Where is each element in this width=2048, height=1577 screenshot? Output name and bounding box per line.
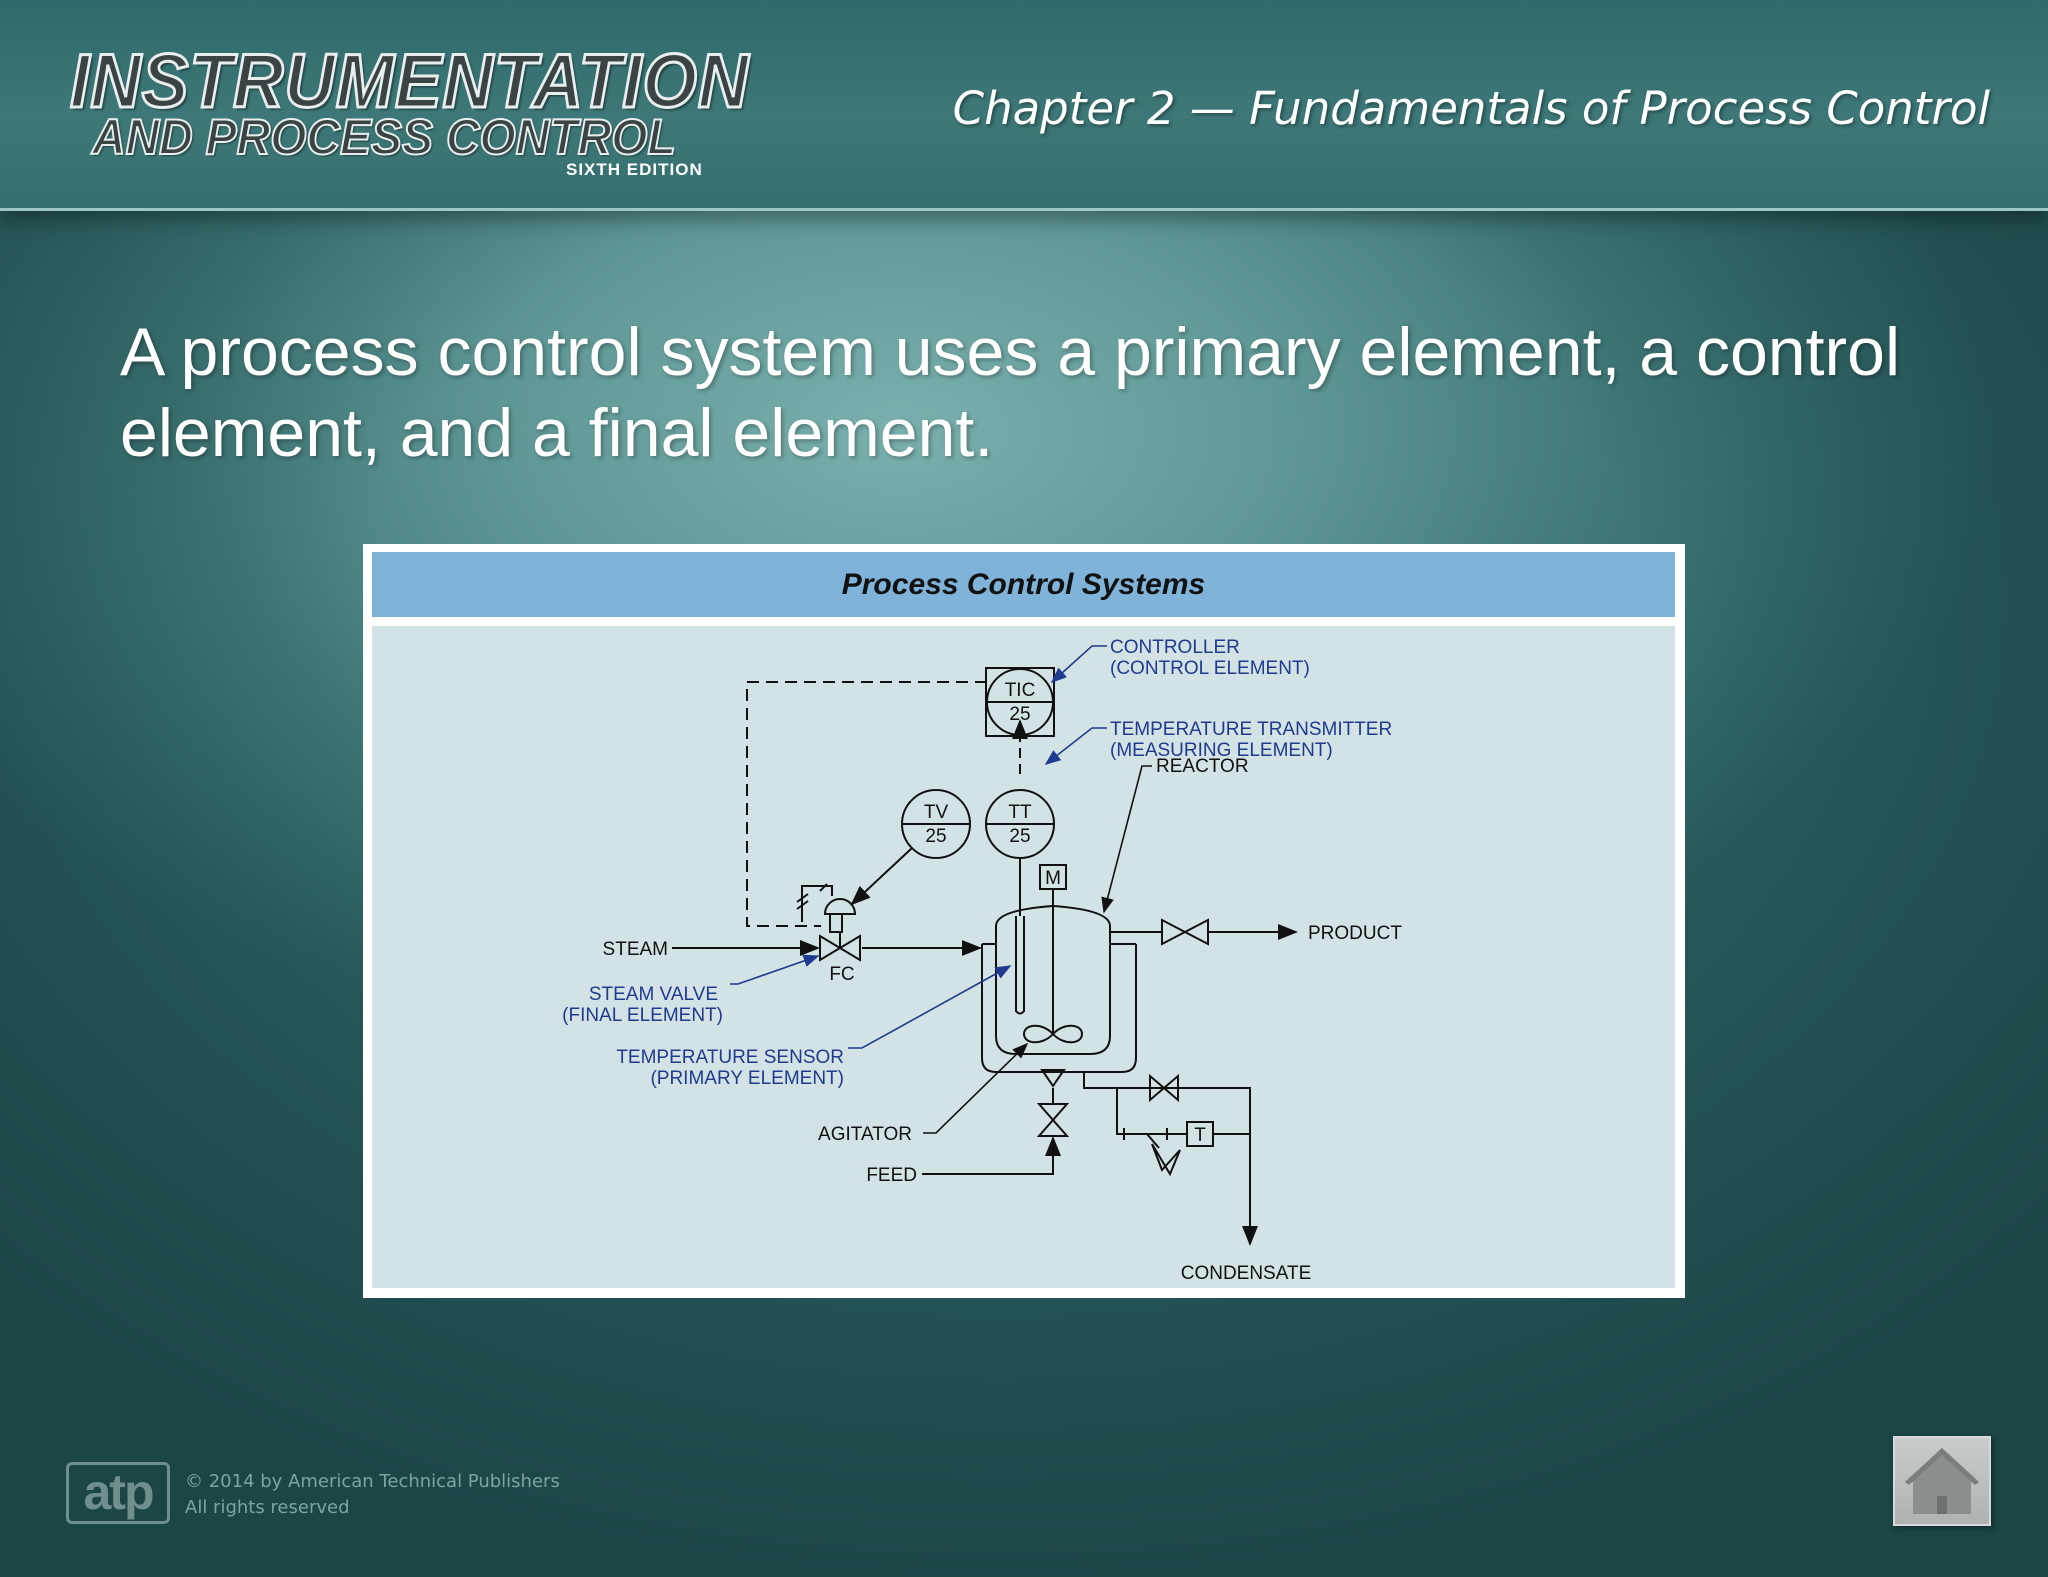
tic-label: TIC (1005, 680, 1036, 701)
reactor-jacket (981, 944, 1137, 1073)
book-logo-title: INSTRUMENTATION (69, 38, 750, 126)
publisher-logo: atp (66, 1462, 170, 1524)
hatch-3 (819, 883, 828, 892)
condensate-bypass (1116, 1088, 1187, 1135)
controller-label-line2: (CONTROL ELEMENT) (1110, 658, 1310, 679)
copyright-line1: © 2014 by American Technical Publishers (185, 1471, 560, 1492)
trap-label: T (1194, 1125, 1206, 1146)
piping-lines (672, 667, 1298, 1246)
transmitter-label-line2: (MEASURING ELEMENT) (1110, 740, 1333, 761)
sensor-label-line2: (PRIMARY ELEMENT) (650, 1068, 844, 1089)
process-control-diagram: TIC 25 TV 25 TT 25 M T FC REACTOR PRODUC… (562, 637, 1403, 1284)
sensor-label-line1: TEMPERATURE SENSOR (616, 1047, 844, 1068)
valve-actuator (823, 898, 857, 915)
controller-label-line1: CONTROLLER (1110, 637, 1240, 658)
trap-valve (1151, 1143, 1181, 1177)
condensate-main-line (1083, 1072, 1258, 1246)
home-button[interactable] (1893, 1436, 1991, 1526)
callout-leaders (730, 645, 1107, 1049)
diagram-labels: TIC 25 TV 25 TT 25 M T FC REACTOR PRODUC… (603, 680, 1403, 1284)
condensate-label: CONDENSATE (1181, 1263, 1312, 1284)
steam-valve-label-line2: (FINAL ELEMENT) (562, 1005, 723, 1026)
agitator-blades (1022, 1024, 1084, 1044)
agitator-leader (923, 1042, 1029, 1134)
sensor-leader (848, 965, 1012, 1049)
fc-label: FC (829, 964, 854, 985)
steam-valve-body (819, 934, 861, 962)
feed-valve (1036, 1103, 1070, 1137)
product-valve (1161, 918, 1209, 946)
reactor-leader (1101, 765, 1152, 914)
steam-valve-label-line1: STEAM VALVE (589, 984, 718, 1005)
control-signal-line (746, 681, 987, 927)
figure-title-bar: Process Control Systems (372, 552, 1675, 617)
book-logo-edition: SIXTH EDITION (566, 160, 703, 179)
figure-frame: Process Control Systems (363, 544, 1685, 1298)
agitator-label: AGITATOR (818, 1124, 912, 1145)
tv-number: 25 (925, 826, 946, 847)
tt-number: 25 (1009, 826, 1030, 847)
transmitter-leader (1044, 727, 1107, 765)
steam-label: STEAM (603, 939, 668, 960)
product-label: PRODUCT (1308, 923, 1402, 944)
feed-label: FEED (866, 1165, 917, 1186)
positioner-bracket (801, 885, 833, 922)
feed-line-b (922, 1136, 1061, 1175)
figure-title: Process Control Systems (841, 567, 1206, 601)
book-logo-subtitle: AND PROCESS CONTROL (91, 108, 677, 166)
condensate-valve-upper (1149, 1073, 1179, 1103)
transmitter-label-line1: TEMPERATURE TRANSMITTER (1110, 719, 1392, 740)
figure-panel: TIC 25 TV 25 TT 25 M T FC REACTOR PRODUC… (372, 626, 1675, 1288)
tv-to-actuator (850, 847, 913, 906)
controller-leader (1050, 645, 1107, 684)
hatch-1 (796, 893, 809, 903)
chapter-title: Chapter 2 — Fundamentals of Process Cont… (952, 82, 1990, 135)
motor-label: M (1045, 868, 1061, 889)
steam-valve-leader (730, 954, 820, 985)
black-leaders (923, 765, 1152, 1134)
callout-labels: CONTROLLER (CONTROL ELEMENT) TEMPERATURE… (562, 637, 1392, 1089)
hatch-2 (796, 900, 809, 910)
tic-number: 25 (1009, 704, 1030, 725)
tv-label: TV (924, 802, 949, 823)
valve-positioner (829, 913, 843, 933)
copyright-notice: © 2014 by American Technical Publishers … (185, 1469, 560, 1521)
slide-header: INSTRUMENTATION AND PROCESS CONTROL SIXT… (0, 0, 2048, 211)
feed-nozzle (1040, 1069, 1066, 1088)
slide-statement: A process control system uses a primary … (120, 314, 1901, 471)
reactor-vessel (995, 904, 1111, 1055)
sensor-well (1015, 916, 1025, 1015)
trap-valve-stem (1146, 1133, 1160, 1149)
copyright-line2: All rights reserved (185, 1497, 350, 1518)
home-icon (1905, 1448, 1979, 1514)
tt-label: TT (1008, 802, 1032, 823)
reactor-label: REACTOR (1156, 756, 1249, 777)
